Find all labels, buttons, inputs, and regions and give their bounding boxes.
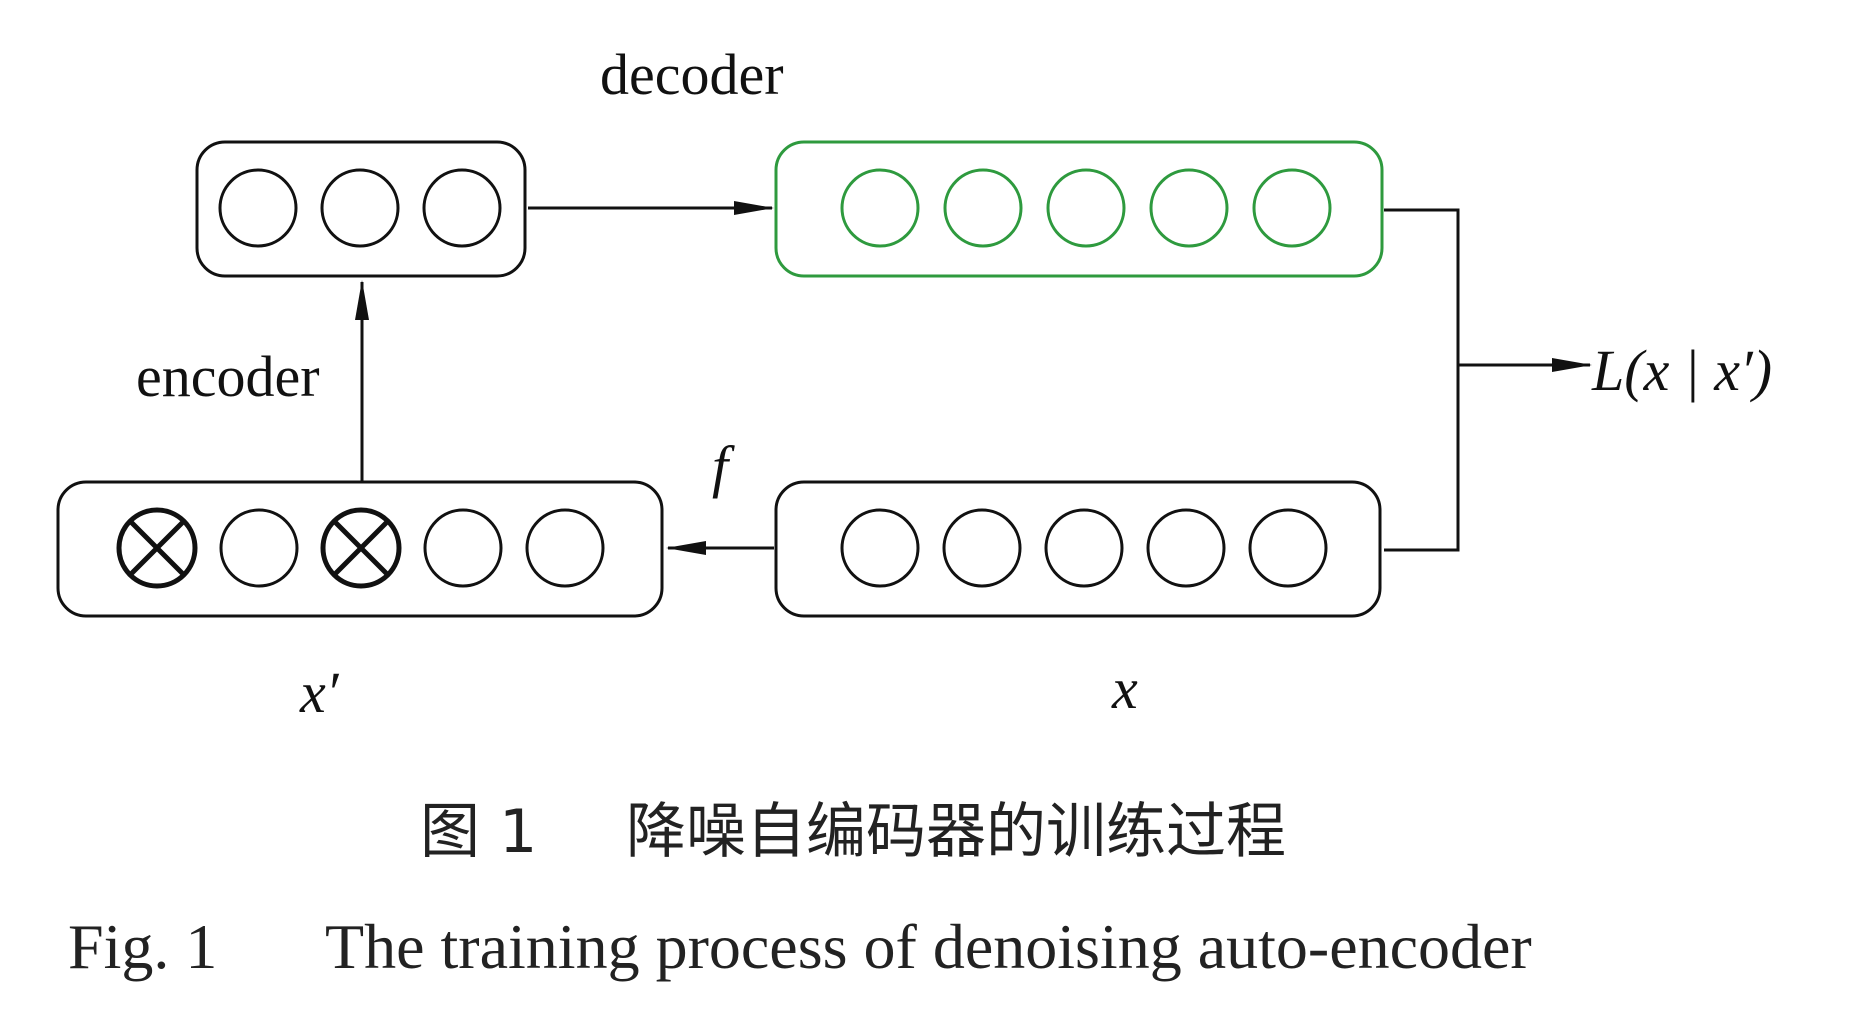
corrupted-input-layer xyxy=(56,480,664,618)
unit-node xyxy=(1248,508,1328,588)
corrupted-input-label: x′ xyxy=(299,660,340,725)
unit-node xyxy=(942,508,1022,588)
unit-node xyxy=(943,168,1023,248)
unit-node xyxy=(1044,508,1124,588)
input-units xyxy=(840,508,1328,588)
encoder-label: encoder xyxy=(136,344,320,409)
hidden-layer-box xyxy=(195,140,527,278)
unit-node xyxy=(840,508,920,588)
caption-zh-text: 降噪自编码器的训练过程 xyxy=(626,797,1286,867)
input-layer xyxy=(774,480,1382,618)
caption-zh-number: 图 1 xyxy=(420,797,537,867)
hidden-units xyxy=(218,168,502,248)
caption-en-text: The training process of denoising auto-e… xyxy=(325,911,1532,982)
corrupted-units xyxy=(116,507,605,589)
decoder-label: decoder xyxy=(600,42,784,107)
unit-node xyxy=(525,508,605,588)
loss-label: L(x | x′) xyxy=(1591,338,1772,403)
unit-node xyxy=(1146,508,1226,588)
masked-unit-icon xyxy=(320,507,402,589)
unit-node xyxy=(422,168,502,248)
mask-cross-stroke xyxy=(128,519,186,577)
masked-unit-icon xyxy=(116,507,198,589)
unit-node xyxy=(218,168,298,248)
unit-node xyxy=(1252,168,1332,248)
reconstruction-layer-box xyxy=(774,140,1384,278)
unit-node xyxy=(423,508,503,588)
unit-node xyxy=(219,508,299,588)
unit-node xyxy=(840,168,920,248)
hidden-layer xyxy=(195,140,527,278)
input-layer-box xyxy=(774,480,1382,618)
input-label: x xyxy=(1111,656,1138,721)
unit-node xyxy=(320,168,400,248)
unit-node xyxy=(1149,168,1229,248)
unit-node xyxy=(1046,168,1126,248)
mask-cross-stroke xyxy=(332,519,390,577)
reconstruction-layer xyxy=(774,140,1384,278)
corruption-function-label: f xyxy=(712,434,735,499)
caption-en-number: Fig. 1 xyxy=(68,911,217,982)
loss-bracket xyxy=(1384,208,1460,552)
reconstruction-units xyxy=(840,168,1332,248)
corrupted-input-box xyxy=(56,480,664,618)
